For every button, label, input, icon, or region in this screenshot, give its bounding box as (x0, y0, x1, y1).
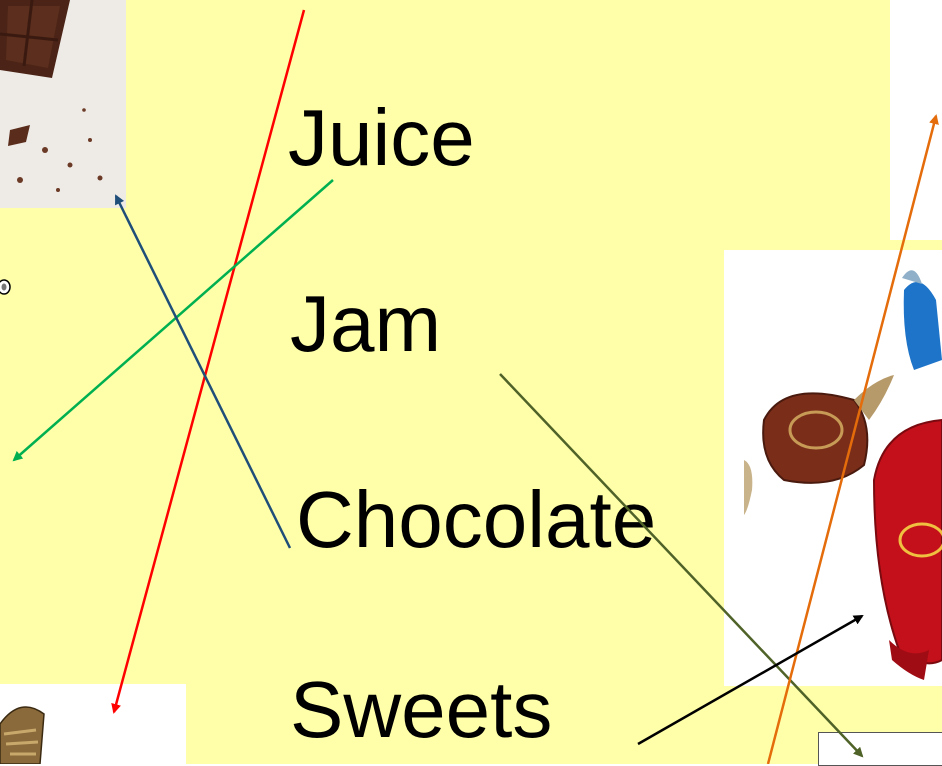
orange-arrow (766, 114, 939, 764)
blue-arrow (114, 194, 292, 549)
jam-jar-photo (0, 276, 12, 298)
cookie-image (0, 684, 186, 764)
green-arrow (12, 179, 334, 462)
wrapped-candies-photo (724, 250, 942, 686)
olive-arrow (499, 373, 864, 758)
chocolate-bar-image (0, 0, 126, 208)
word-juice: Juice (288, 93, 475, 182)
red-arrow (111, 9, 306, 714)
cookie-photo (0, 684, 186, 764)
word-jam: Jam (290, 279, 442, 368)
word-sweets: Sweets (290, 665, 553, 754)
chocolate-bar-photo (0, 0, 126, 208)
wrapped-candies-image (724, 250, 942, 686)
black-arrow (637, 614, 864, 746)
jam-jar-image (0, 279, 11, 295)
word-chocolate: Chocolate (296, 475, 657, 564)
